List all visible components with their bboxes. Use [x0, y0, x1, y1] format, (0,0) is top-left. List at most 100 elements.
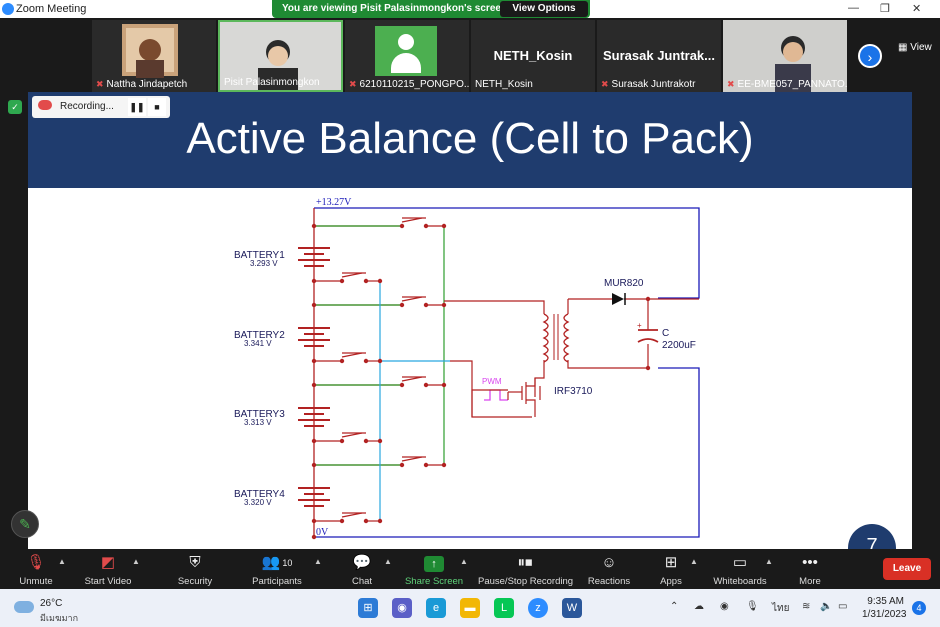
volume-icon[interactable]: 🔈 — [820, 601, 833, 612]
mic-off-icon: ✖ — [349, 79, 357, 89]
stop-recording-button[interactable]: ■ — [148, 98, 166, 116]
top-voltage-label: +13.27V — [316, 197, 352, 208]
participants-count: 10 — [282, 558, 293, 568]
participant-video — [220, 22, 341, 90]
reactions-icon: ☺ — [601, 554, 617, 571]
grid-icon: ▦ — [898, 42, 908, 53]
battery-4-label: BATTERY4 — [234, 489, 285, 500]
bottom-rail-wire — [314, 367, 700, 538]
participant-gallery: ✖Nattha Jindapetch Pisit Palasinmongkon … — [0, 18, 940, 92]
microphone-icon[interactable]: 🎙 — [746, 601, 759, 612]
whiteboard-icon: ▭ — [732, 554, 748, 571]
participant-video — [723, 20, 847, 92]
viewing-banner-text: You are viewing Pisit Palasinmongkon's s… — [282, 3, 508, 14]
primary-circuit — [444, 298, 699, 418]
diode-label: MUR820 — [604, 278, 644, 289]
capacitor-symbol — [637, 329, 659, 343]
audio-options-caret[interactable]: ▲ — [58, 557, 66, 566]
security-button[interactable]: ⛨ Security — [155, 553, 235, 587]
system-clock[interactable]: 9:35 AM 1/31/2023 — [862, 596, 907, 620]
wifi-icon[interactable]: ≋ — [802, 601, 811, 612]
recording-label: Recording... — [60, 101, 114, 112]
teams-icon[interactable]: ◉ — [392, 598, 412, 618]
view-button[interactable]: ▦ View — [898, 42, 932, 53]
diode-symbol — [612, 293, 626, 305]
more-button[interactable]: ••• More — [770, 553, 850, 587]
participant-tile[interactable]: NETH_Kosin NETH_Kosin — [471, 20, 595, 92]
negative-bus-wire — [379, 281, 450, 521]
minimize-icon[interactable]: — — [848, 2, 859, 14]
window-titlebar: Zoom Meeting You are viewing Pisit Palas… — [0, 0, 940, 18]
participants-button[interactable]: 👥10 Participants — [237, 553, 317, 587]
participants-icon: 👥10 — [261, 554, 293, 571]
clock-time: 9:35 AM — [867, 596, 904, 607]
capacitor-polarity-icon: + — [637, 321, 642, 330]
participant-tile[interactable]: Surasak Juntrak... ✖Surasak Juntrakotr — [597, 20, 721, 92]
chat-button[interactable]: 💬 Chat — [322, 553, 402, 587]
junction-dots — [311, 223, 651, 540]
transformer-secondary — [563, 313, 570, 363]
zoom-app-icon[interactable]: z — [528, 598, 548, 618]
participant-name: ✖6210110215_PONGPO... — [349, 79, 469, 90]
whiteboards-options-caret[interactable]: ▲ — [765, 557, 773, 566]
battery-1-voltage: 3.293 V — [250, 259, 278, 268]
shield-icon: ⛨ — [189, 554, 201, 571]
participant-name: ✖Surasak Juntrakotr — [601, 79, 696, 90]
video-options-caret[interactable]: ▲ — [132, 557, 140, 566]
onedrive-cloud-icon[interactable]: ☁ — [694, 601, 704, 612]
word-icon[interactable]: W — [562, 598, 582, 618]
unmute-button[interactable]: 🎙 Unmute — [0, 553, 76, 587]
gallery-next-icon[interactable]: › — [858, 44, 882, 68]
participants-options-caret[interactable]: ▲ — [314, 557, 322, 566]
close-icon[interactable]: ✕ — [912, 3, 922, 15]
restore-icon[interactable]: ❐ — [880, 3, 890, 15]
pause-recording-button[interactable]: ❚❚ — [128, 98, 146, 116]
stop-icon: ■ — [154, 102, 160, 112]
participant-display-name: NETH_Kosin — [493, 48, 573, 63]
participant-tile[interactable]: ✖6210110215_PONGPO... — [345, 20, 469, 92]
battery-2-symbol — [298, 327, 330, 347]
show-hidden-icons-chevron-icon[interactable]: ⌃ — [670, 601, 679, 612]
input-language[interactable]: ไทย — [772, 603, 790, 614]
pwm-label: PWM — [482, 377, 502, 386]
transformer-primary — [542, 313, 549, 363]
whiteboards-button[interactable]: ▭ Whiteboards — [700, 553, 780, 587]
annotate-pencil-icon[interactable]: ✎ — [11, 510, 39, 538]
share-options-caret[interactable]: ▲ — [460, 557, 468, 566]
windows-start-icon[interactable]: ⊞ — [358, 598, 378, 618]
line-app-icon[interactable]: L — [494, 598, 514, 618]
leave-button[interactable]: Leave — [883, 558, 931, 580]
battery-3-label: BATTERY3 — [234, 409, 285, 420]
window-title: Zoom Meeting — [16, 3, 87, 15]
battery-2-voltage: 3.341 V — [244, 339, 272, 348]
participant-tile[interactable]: ✖Nattha Jindapetch — [92, 20, 216, 92]
participant-tile-active-speaker[interactable]: Pisit Palasinmongkon — [218, 20, 343, 92]
edge-icon[interactable]: e — [426, 598, 446, 618]
participant-tile[interactable]: ✖EE-BME057_PANNATO... — [723, 20, 847, 92]
notification-badge[interactable]: 4 — [912, 601, 926, 615]
share-screen-icon: ↑ — [424, 556, 444, 572]
pwm-source-symbol — [484, 389, 509, 401]
cloud-weather-icon — [14, 601, 34, 613]
view-options-button[interactable]: View Options — [500, 1, 588, 17]
meeting-toolbar: 🎙 Unmute ▲ ◩ Start Video ▲ ⛨ Security 👥1… — [0, 549, 940, 589]
slide-title: Active Balance (Cell to Pack) — [186, 114, 754, 163]
battery-icon[interactable]: ▭ — [838, 601, 848, 612]
mic-off-icon: ✖ — [727, 79, 735, 89]
battery-2-label: BATTERY2 — [234, 330, 285, 341]
share-screen-button[interactable]: ↑ Share Screen — [404, 556, 464, 587]
file-explorer-icon[interactable]: ▬ — [460, 598, 480, 618]
cloud-recording-icon — [38, 100, 52, 110]
apps-button[interactable]: ⊞ Apps — [631, 553, 711, 587]
recording-indicator: Recording... ❚❚ ■ — [32, 96, 170, 118]
clock-date: 1/31/2023 — [862, 609, 907, 620]
pause-icon: ❚❚ — [129, 102, 145, 112]
switch-network — [314, 217, 444, 522]
start-video-button[interactable]: ◩ Start Video — [68, 553, 148, 587]
mosfet-label: IRF3710 — [554, 386, 593, 397]
apps-options-caret[interactable]: ▲ — [690, 557, 698, 566]
camera-icon[interactable]: ◉ — [720, 601, 729, 612]
reactions-button[interactable]: ☺ Reactions — [569, 553, 649, 587]
pause-stop-recording-button[interactable]: ⏸⏹ Pause/Stop Recording — [478, 554, 574, 587]
chat-options-caret[interactable]: ▲ — [384, 557, 392, 566]
